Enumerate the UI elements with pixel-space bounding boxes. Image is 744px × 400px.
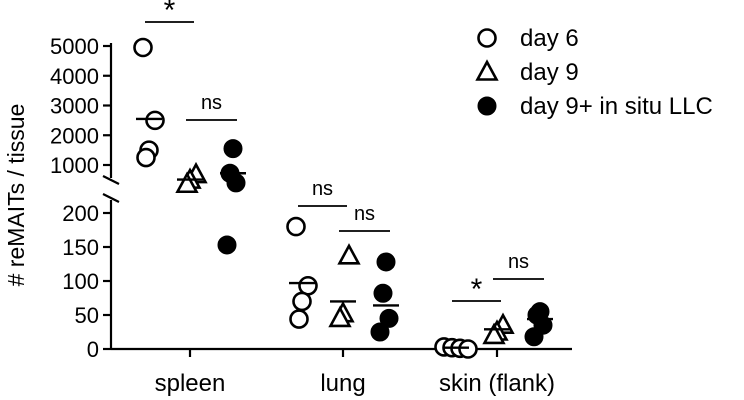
data-point [136, 147, 156, 168]
y-axis-label: # reMAITs / tissue [3, 104, 29, 287]
significance-label: ns [201, 92, 222, 114]
significance-label: * [164, 0, 176, 27]
legend-marker [477, 96, 497, 116]
data-point [175, 171, 199, 194]
y-lower-tick-label: 200 [62, 201, 99, 226]
data-point [337, 243, 361, 265]
y-upper-tick-label: 2000 [50, 123, 99, 148]
y-lower-tick-label: 50 [75, 303, 99, 328]
axis-break-mark-top [102, 175, 120, 185]
data-point [482, 322, 506, 345]
data-point [223, 139, 243, 159]
axis-break-mark-bottom [102, 193, 120, 203]
data-point [289, 309, 309, 329]
x-tick-label: spleen [155, 370, 226, 397]
y-lower-tick-label: 150 [62, 235, 99, 260]
data-point [217, 235, 237, 255]
y-upper-tick-label: 1000 [50, 153, 99, 178]
data-point [292, 291, 312, 312]
y-upper-tick-label: 4000 [50, 64, 99, 89]
data-point [379, 308, 399, 328]
x-tick-label: skin (flank) [439, 370, 555, 397]
data-point [226, 173, 246, 193]
x-tick-label: lung [320, 370, 365, 397]
y-upper-tick-label: 3000 [50, 94, 99, 119]
significance-label: ns [508, 251, 529, 273]
data-point [328, 305, 352, 328]
axes-layer: 0 50 100 150 200 1000 2000 3000 4000 5000 spleen lu… [50, 34, 572, 397]
legend: day 6 day 9 day 9+ in situ LLC [475, 25, 713, 120]
data-point [458, 339, 478, 359]
data-point [376, 252, 396, 272]
y-upper-tick-label: 5000 [50, 34, 99, 59]
y-lower-tick-label: 100 [62, 269, 99, 294]
data-point [524, 327, 544, 347]
data-point [145, 110, 165, 131]
data-point [133, 37, 153, 58]
data-point [370, 322, 390, 342]
legend-marker [477, 28, 497, 48]
legend-label: day 6 [520, 25, 579, 52]
significance-label: ns [354, 203, 375, 225]
y-lower-tick-label: 0 [87, 337, 99, 362]
legend-marker [475, 59, 499, 81]
data-point [373, 283, 393, 303]
legend-label: day 9+ in situ LLC [520, 93, 713, 120]
data-point [286, 216, 306, 237]
significance-label: * [471, 273, 483, 306]
legend-label: day 9 [520, 59, 579, 86]
marks-layer [133, 37, 553, 359]
significance-label: ns [312, 178, 333, 200]
